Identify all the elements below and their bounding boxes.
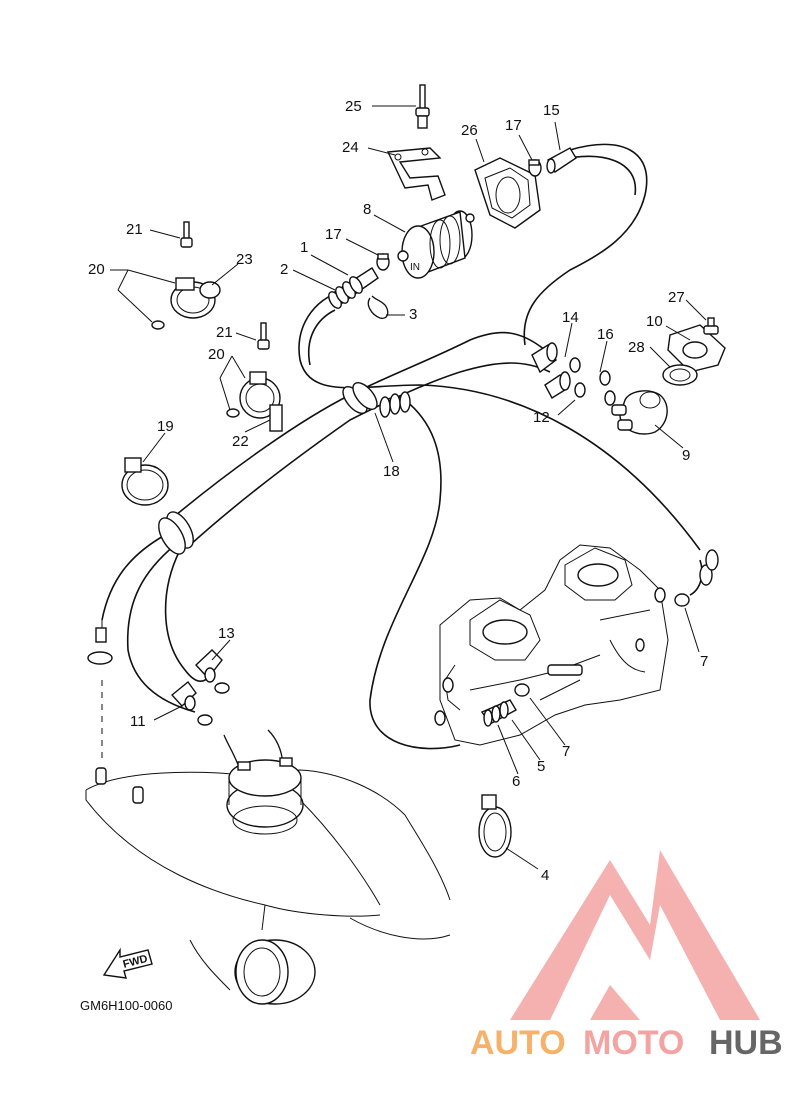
callout-12: 12 [533,409,550,426]
callout-labels: 1 2 3 4 5 6 7 7 8 9 10 11 12 13 14 15 16… [88,98,708,884]
callout-25: 25 [345,98,362,115]
callout-20b: 20 [208,346,225,363]
callout-11: 11 [130,713,146,730]
callout-26: 26 [461,122,478,139]
diagram-code: GM6H100-0060 [80,998,173,1013]
throttle-body [434,544,669,746]
callout-17b: 17 [325,226,342,243]
callout-19: 19 [157,418,174,435]
cable-clamp-lower [226,322,283,432]
callout-20: 20 [88,261,105,278]
callout-15: 15 [543,102,560,119]
callout-27: 27 [668,289,685,306]
callout-23: 23 [236,251,253,268]
svg-text:IN: IN [410,262,420,273]
callout-9: 9 [682,447,690,464]
watermark-auto: AUTO [470,1024,566,1062]
callout-21b: 21 [216,324,233,341]
callout-8: 8 [363,201,371,218]
fuel-filter: IN [397,210,475,279]
callout-28: 28 [628,339,645,356]
callout-16: 16 [597,326,614,343]
callout-24: 24 [342,139,359,156]
callout-1: 1 [300,239,308,256]
fwd-arrow-icon: FWD [102,947,153,979]
filter-bracket [474,157,541,229]
mounting-bracket [386,147,446,201]
hose-segment [546,147,577,174]
watermark-text: AUTO MOTO HUB [470,1024,783,1062]
cap-assembly [662,317,726,386]
hose-stubs [87,627,230,726]
callout-14: 14 [562,309,579,326]
callout-6: 6 [512,773,520,790]
watermark-hub: HUB [709,1024,783,1062]
ribbed-hose [328,267,379,309]
bolt [415,84,430,129]
band-clamp-4 [478,794,512,858]
leader-lines [110,105,707,870]
fuel-hoses [101,143,703,760]
watermark-logo-icon [510,850,760,1020]
hose-clamp-7 [480,549,719,727]
fuel-tank [85,729,451,1005]
callout-4: 4 [541,867,549,884]
hose-clamp [376,159,542,271]
cable-clamp-top [151,221,221,330]
callout-17: 17 [505,117,522,134]
callout-13: 13 [218,625,235,642]
wire-clip [367,295,389,319]
callout-3: 3 [409,306,417,323]
hose-coupling [158,382,411,555]
watermark-moto: MOTO [583,1024,684,1062]
callout-21: 21 [126,221,143,238]
callout-5: 5 [537,758,545,775]
callout-7b: 7 [562,743,570,760]
callout-10: 10 [646,313,663,330]
callout-18: 18 [383,463,400,480]
callout-22: 22 [232,433,249,450]
regulator-assembly [531,342,668,435]
callout-7: 7 [700,653,708,670]
band-clamp [121,457,169,506]
callout-2: 2 [280,261,288,278]
